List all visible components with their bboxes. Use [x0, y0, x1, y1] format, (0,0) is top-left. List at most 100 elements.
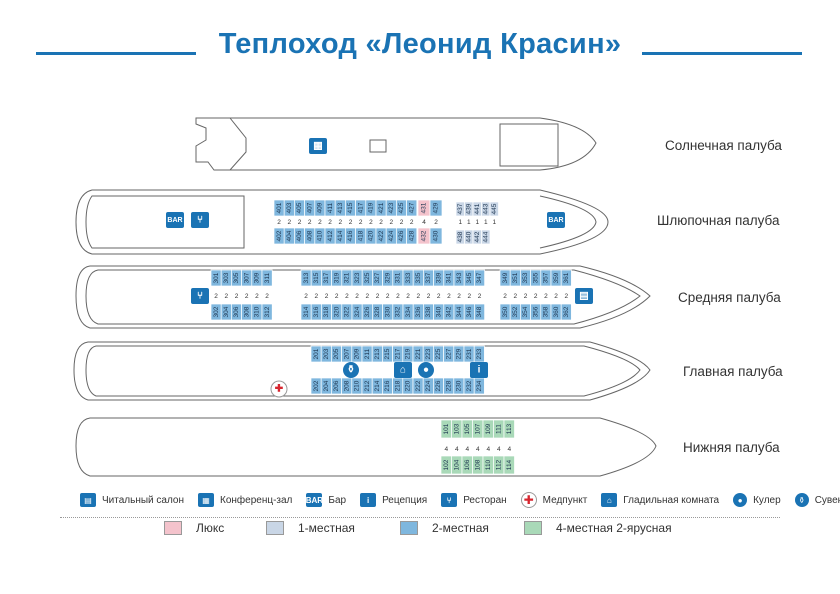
cabin-442: 442 [472, 229, 482, 245]
svg-text:311: 311 [264, 272, 271, 283]
cabin-340: 340 [433, 303, 445, 321]
svg-text:422: 422 [378, 230, 385, 241]
capacity-label: 1 [475, 219, 479, 226]
cabin-443: 443 [481, 201, 491, 217]
svg-text:432: 432 [421, 230, 428, 241]
svg-text:327: 327 [374, 272, 381, 283]
svg-text:360: 360 [553, 306, 560, 317]
category-label-single: 1-местная [298, 521, 355, 535]
svg-text:423: 423 [388, 202, 395, 213]
cabin-319: 319 [331, 269, 343, 287]
cabin-208: 208 [341, 377, 353, 395]
cabin-314: 314 [300, 303, 312, 321]
legend-item-medical: ✚Медпункт [520, 492, 587, 508]
cabin-411: 411 [324, 199, 336, 217]
cabin-210: 210 [351, 377, 363, 395]
legend-item-conference: ▦Конференц-зал [198, 493, 292, 507]
svg-text:405: 405 [296, 202, 303, 213]
capacity-label: 2 [328, 219, 332, 226]
legend-label-restaurant: Ресторан [463, 494, 507, 506]
capacity-label: 2 [427, 293, 431, 300]
svg-text:206: 206 [333, 380, 340, 391]
cabin-333: 333 [402, 269, 414, 287]
svg-text:232: 232 [466, 380, 473, 391]
restaurant-icon: ⑂ [191, 212, 209, 228]
cabin-318: 318 [321, 303, 332, 321]
svg-text:445: 445 [491, 203, 498, 214]
bar-icon: BAR [547, 212, 565, 228]
cabin-359: 359 [550, 269, 562, 287]
medical-icon: ✚ [270, 380, 288, 398]
cabin-214: 214 [371, 377, 383, 395]
cabin-416: 416 [345, 227, 356, 245]
cabin-418: 418 [355, 227, 367, 245]
cabin-445: 445 [489, 201, 499, 217]
svg-text:113: 113 [506, 423, 513, 434]
title-rule-left [36, 52, 196, 55]
capacity-label: 2 [406, 293, 410, 300]
capacity-label: 2 [389, 219, 393, 226]
cabin-305: 305 [231, 269, 242, 287]
svg-text:417: 417 [357, 202, 364, 213]
legend-item-restaurant: ⑂Ресторан [441, 493, 507, 507]
category-single: 1-местная [266, 521, 400, 535]
cabin-215: 215 [382, 345, 393, 363]
cabin-336: 336 [412, 303, 424, 321]
svg-text:424: 424 [388, 230, 395, 241]
svg-text:409: 409 [317, 202, 324, 213]
cabin-329: 329 [382, 269, 394, 287]
cabin-441: 441 [472, 201, 482, 217]
svg-text:407: 407 [306, 202, 313, 213]
capacity-label: 2 [287, 219, 291, 226]
cabin-229: 229 [453, 345, 465, 363]
svg-text:346: 346 [466, 306, 473, 317]
capacity-label: 2 [298, 219, 302, 226]
middle-deck-hull [75, 265, 651, 329]
capacity-label: 1 [492, 219, 496, 226]
svg-text:217: 217 [394, 348, 401, 359]
svg-text:317: 317 [323, 272, 330, 283]
cabin-408: 408 [304, 227, 316, 245]
svg-text:411: 411 [327, 202, 334, 213]
svg-text:228: 228 [445, 380, 452, 391]
cabin-352: 352 [509, 303, 521, 321]
bar-icon: BAR [306, 493, 323, 507]
cabin-212: 212 [361, 377, 373, 395]
legend-label-cooler: Кулер [753, 494, 781, 506]
cabin-428: 428 [406, 227, 418, 245]
svg-text:350: 350 [502, 306, 509, 317]
cabin-338: 338 [423, 303, 434, 321]
deck-label-sun: Солнечная палуба [665, 138, 782, 153]
cabin-303: 303 [220, 269, 232, 287]
cabin-350: 350 [499, 303, 511, 321]
capacity-label: 2 [434, 219, 438, 226]
cabin-204: 204 [320, 377, 332, 395]
svg-text:330: 330 [384, 306, 391, 317]
cabin-412: 412 [324, 227, 336, 245]
cabin-113: 113 [503, 419, 515, 439]
cabin-351: 351 [509, 269, 521, 287]
cabin-317: 317 [321, 269, 332, 287]
svg-text:324: 324 [354, 306, 361, 317]
svg-text:403: 403 [286, 202, 293, 213]
medical-icon: ✚ [520, 492, 537, 508]
cabin-439: 439 [464, 201, 474, 217]
cabin-425: 425 [396, 199, 407, 217]
svg-text:212: 212 [364, 380, 371, 391]
svg-text:111: 111 [495, 424, 502, 434]
cabin-301: 301 [210, 269, 222, 287]
svg-text:359: 359 [553, 272, 560, 283]
svg-text:201: 201 [313, 348, 320, 359]
svg-text:336: 336 [415, 306, 422, 317]
cabin-230: 230 [453, 377, 465, 395]
cabin-440: 440 [464, 229, 474, 245]
svg-text:320: 320 [333, 306, 340, 317]
svg-text:318: 318 [323, 306, 330, 317]
capacity-label: 2 [214, 293, 218, 300]
svg-text:230: 230 [456, 380, 463, 391]
capacity-label: 1 [484, 219, 488, 226]
deck-label-boat: Шлюпочная палуба [657, 213, 780, 228]
svg-text:428: 428 [408, 230, 415, 241]
svg-text:439: 439 [465, 203, 472, 214]
